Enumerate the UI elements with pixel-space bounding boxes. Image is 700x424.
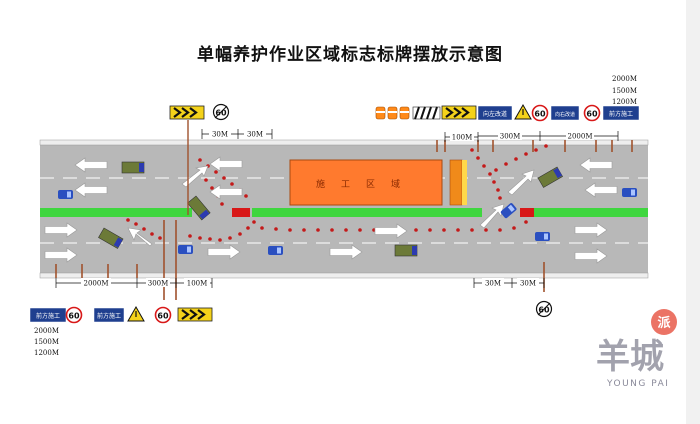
svg-text:2000M: 2000M: [612, 75, 637, 83]
svg-text:300M: 300M: [148, 280, 169, 288]
svg-text:60: 60: [215, 109, 227, 118]
svg-text:派: 派: [657, 316, 671, 331]
svg-text:1500M: 1500M: [34, 338, 59, 346]
svg-text:60: 60: [534, 110, 546, 119]
svg-text:30M: 30M: [247, 131, 263, 139]
svg-text:前方施工: 前方施工: [36, 312, 60, 320]
warning-triangle-icon: [514, 103, 532, 120]
svg-text:60: 60: [538, 306, 550, 315]
lane-change-sign: 向左改道: [477, 105, 513, 121]
svg-text:60: 60: [586, 110, 598, 119]
work-ahead-sign: 前方施工: [602, 105, 640, 121]
barrier-board: [412, 106, 441, 120]
traffic-arrows: [44, 156, 618, 264]
svg-text:2000M: 2000M: [84, 280, 109, 288]
top-sign-posts: [436, 140, 633, 152]
svg-text:60: 60: [68, 312, 80, 321]
svg-text:60: 60: [157, 312, 169, 321]
svg-text:30M: 30M: [212, 131, 228, 139]
work-ahead-sign: 前方施工: [29, 307, 67, 323]
work-zone-label: 施工区域: [316, 178, 416, 190]
warning-triangle-icon: [127, 305, 145, 322]
svg-text:1200M: 1200M: [612, 98, 637, 106]
bottom-dimension-labels: 2000M 300M 100M 30M 30M: [81, 278, 539, 288]
svg-text:1200M: 1200M: [34, 349, 59, 357]
svg-text:向左改道: 向左改道: [483, 110, 507, 118]
bottom-left-advance-distances: 2000M 1500M 1200M: [34, 327, 59, 357]
bottom-left-sign-cluster: 前方施工 60 前方施工 60: [29, 305, 214, 324]
bottom-dimension-lines: [55, 278, 545, 288]
speed-limit-sign: 60: [531, 104, 549, 122]
svg-text:300M: 300M: [500, 133, 521, 141]
svg-text:100M: 100M: [452, 134, 473, 142]
bottom-end-restriction-sign: 60: [535, 300, 553, 318]
diagram-title: 单幅养护作业区域标志标牌摆放示意图: [197, 45, 503, 65]
median-strip: [40, 208, 648, 217]
svg-text:YOUNG PAI: YOUNG PAI: [606, 379, 669, 389]
svg-text:30M: 30M: [520, 280, 536, 288]
top-end-restriction-sign: 60: [212, 103, 230, 121]
svg-text:100M: 100M: [187, 280, 208, 288]
speed-limit-sign: 60: [65, 306, 83, 324]
svg-text:前方施工: 前方施工: [609, 110, 633, 118]
work-ahead-sign: 前方施工: [93, 307, 125, 323]
top-left-chevron-sign: [168, 104, 206, 215]
svg-text:2000M: 2000M: [34, 327, 59, 335]
top-right-advance-distances: 2000M 1500M 1200M: [612, 75, 637, 106]
svg-text:2000M: 2000M: [568, 133, 593, 141]
speed-limit-sign: 60: [154, 306, 172, 324]
top-dimension-labels: 30M 30M 100M 300M 2000M: [209, 129, 594, 142]
speed-limit-sign: 60: [583, 104, 601, 122]
lane-change-right-sign: 向右改道: [550, 105, 580, 121]
barrel-icon: [375, 106, 410, 120]
svg-text:1500M: 1500M: [612, 87, 637, 95]
screen-edge-strip: [686, 0, 700, 424]
svg-text:羊城: 羊城: [596, 337, 664, 377]
work-zone: 施工区域: [289, 159, 467, 206]
svg-text:30M: 30M: [485, 280, 501, 288]
svg-text:向右改道: 向右改道: [555, 111, 575, 118]
watermark-logo: 羊城 派 YOUNG PAI: [596, 309, 677, 389]
svg-text:前方施工: 前方施工: [97, 312, 121, 320]
top-right-sign-cluster: 向左改道 60 向右改道 60 前方施工: [375, 103, 640, 122]
